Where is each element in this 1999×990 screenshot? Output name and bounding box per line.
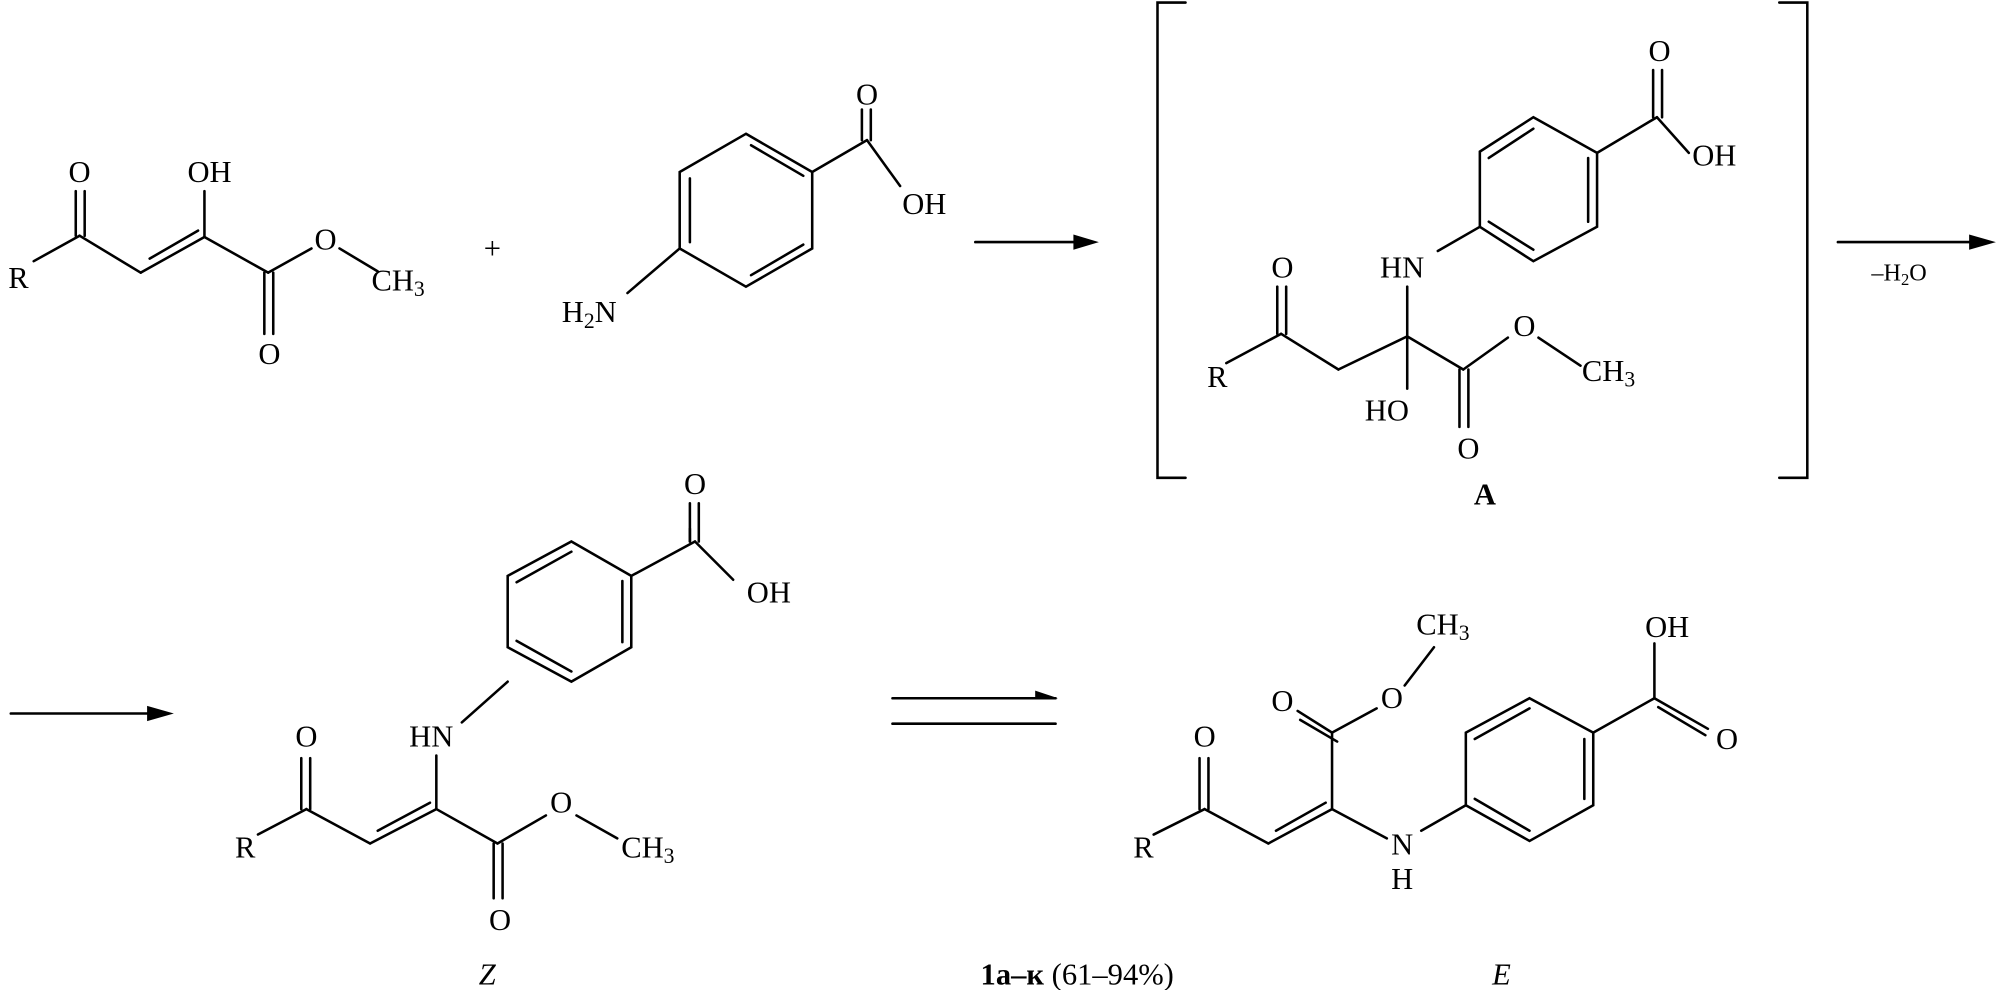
reaction-arrow — [974, 234, 1099, 250]
atom-o: O — [1648, 34, 1670, 68]
atom-r: R — [235, 830, 256, 864]
methyl-group: CH3 — [371, 263, 424, 301]
atom-o: O — [1271, 251, 1293, 285]
reaction-arrow — [9, 705, 174, 722]
intermediate-label: A — [1474, 477, 1496, 511]
dehydration-label: –H2O — [1870, 259, 1926, 288]
atom-o: O — [684, 467, 706, 501]
dehydration-arrow: –H2O — [1836, 234, 1996, 289]
atom-oh: OH — [187, 155, 231, 189]
atom-o: O — [295, 719, 317, 753]
atom-oh: OH — [1692, 138, 1736, 172]
methyl-group: CH3 — [621, 830, 674, 868]
atom-o: O — [550, 786, 572, 820]
atom-o: O — [1457, 431, 1479, 465]
amino-group: H2N — [562, 295, 617, 333]
atom-r: R — [8, 261, 29, 295]
atom-o: O — [489, 903, 511, 937]
atom-o: O — [258, 337, 280, 371]
methyl-group: CH3 — [1582, 354, 1635, 392]
atom-oh: OH — [747, 575, 791, 609]
product-label: 1а–к (61–94%) — [981, 958, 1174, 990]
plus-sign: + — [484, 231, 501, 265]
intermediate-a: O OH HN O R HO O O CH3 A — [1207, 34, 1736, 511]
atom-o: O — [314, 223, 336, 257]
intermediate-brackets — [1156, 1, 1809, 480]
atom-o: O — [1513, 309, 1535, 343]
equilibrium-arrows — [891, 690, 1059, 725]
product-z-isomer: O OH HN O R O O CH3 Z — [235, 467, 791, 990]
reactant-enol-ester: R O OH O O CH3 — [8, 155, 425, 371]
atom-n: N — [1391, 828, 1413, 862]
atom-h: H — [1391, 862, 1413, 896]
atom-o: O — [69, 155, 91, 189]
atom-o: O — [1194, 719, 1216, 753]
atom-o: O — [1381, 681, 1403, 715]
atom-r: R — [1207, 360, 1228, 394]
reactant-aminobenzoic-acid: O OH H2N — [562, 77, 947, 333]
atom-hn: HN — [1380, 251, 1424, 285]
atom-o: O — [1716, 722, 1738, 756]
atom-oh: OH — [902, 187, 946, 221]
atom-o: O — [1271, 684, 1293, 718]
product-e-isomer: OH O N H O O CH3 O R E — [1133, 607, 1738, 990]
e-isomer-label: E — [1491, 958, 1511, 990]
atom-r: R — [1133, 830, 1154, 864]
z-isomer-label: Z — [479, 958, 497, 990]
atom-hn: HN — [409, 719, 453, 753]
atom-o: O — [856, 77, 878, 111]
methyl-group: CH3 — [1416, 607, 1469, 645]
atom-ho: HO — [1365, 393, 1409, 427]
atom-oh: OH — [1645, 610, 1689, 644]
